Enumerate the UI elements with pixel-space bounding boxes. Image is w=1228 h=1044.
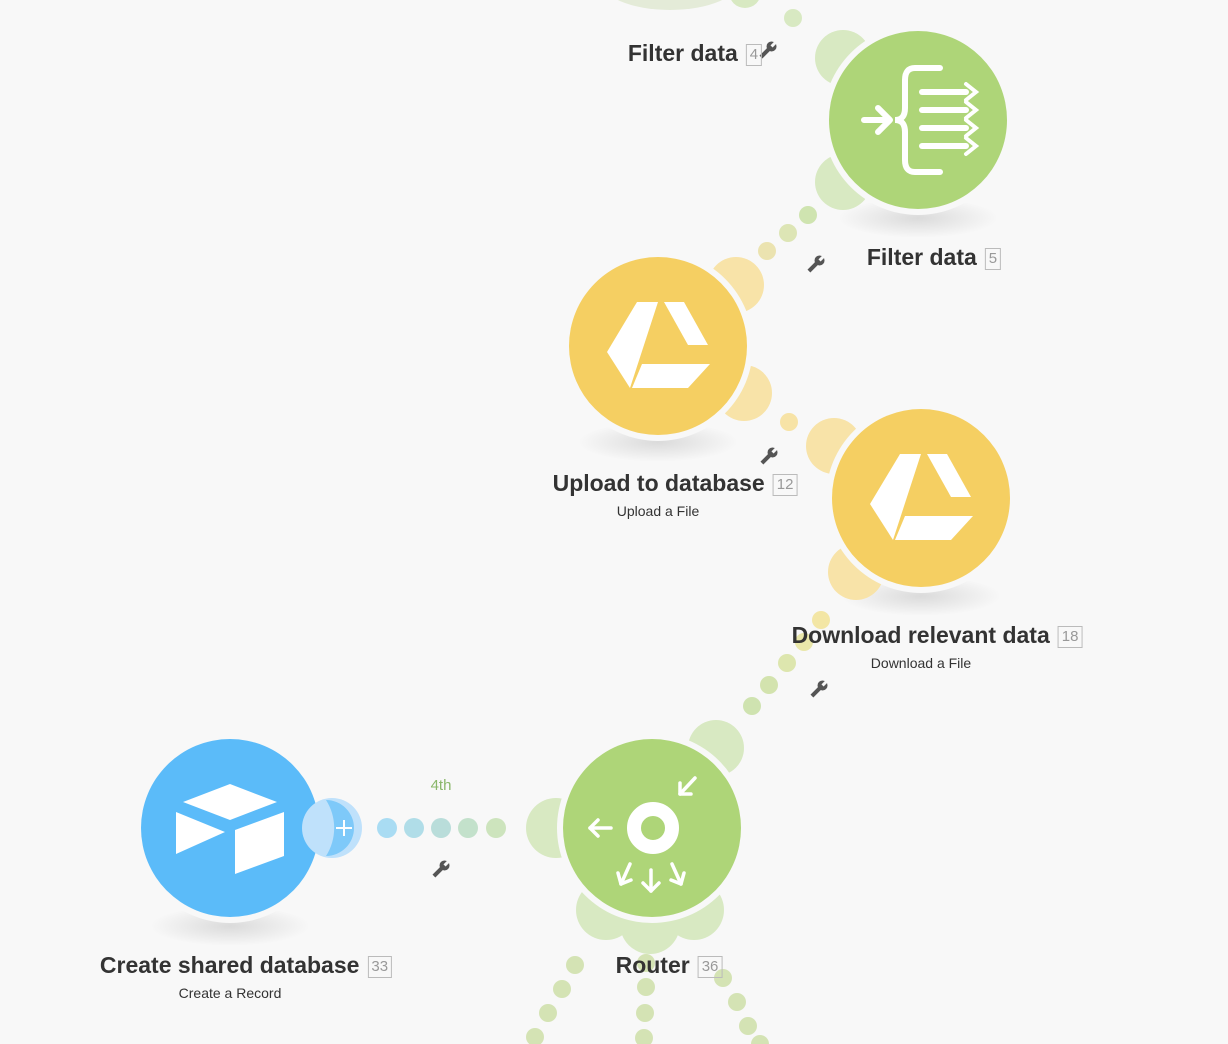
connection-router-branches[interactable]: [526, 954, 769, 1044]
google-drive-icon: [870, 454, 973, 540]
module-download[interactable]: [806, 403, 1016, 616]
module-filter-4-bubble[interactable]: [600, 0, 761, 10]
module-title-filter-5: Filter data 5: [866, 244, 1002, 271]
module-title-text: Filter data: [627, 40, 738, 66]
connection-upload-download[interactable]: [780, 413, 798, 431]
wrench-icon-filter4[interactable]: [757, 39, 779, 61]
module-title-text: Filter data: [866, 244, 977, 270]
module-title-text: Create shared database: [99, 952, 360, 978]
wrench-icon-download[interactable]: [808, 678, 830, 700]
module-number: 36: [697, 955, 723, 978]
module-title-create-db: Create shared database 33: [99, 952, 393, 979]
module-number: 18: [1057, 625, 1083, 648]
module-number: 33: [367, 955, 393, 978]
module-title-text: Upload to database: [552, 470, 765, 496]
router-icon: [588, 776, 697, 893]
wrench-icon-upload[interactable]: [758, 445, 780, 467]
module-title-router: Router 36: [616, 952, 723, 979]
module-number: 5: [984, 247, 1002, 270]
module-number: 4: [745, 43, 763, 66]
module-number: 12: [772, 473, 798, 496]
filter-icon: [861, 65, 980, 175]
module-title-filter-4: Filter data 4: [627, 40, 763, 67]
module-router[interactable]: [526, 720, 747, 954]
module-create-db[interactable]: [135, 733, 362, 946]
module-upload[interactable]: [563, 251, 772, 462]
route-order-label[interactable]: 4th: [430, 777, 452, 794]
module-subtitle-create-db: Create a Record: [178, 985, 282, 1001]
airtable-icon: [176, 784, 284, 874]
module-title-text: Download relevant data: [791, 622, 1050, 648]
module-subtitle-download: Download a File: [870, 655, 972, 671]
google-drive-icon: [607, 302, 710, 388]
module-subtitle-upload: Upload a File: [616, 503, 700, 519]
connection-router-create-db[interactable]: [377, 818, 506, 838]
wrench-icon-route[interactable]: [430, 858, 452, 880]
module-title-text: Router: [615, 952, 690, 978]
connection-download-router[interactable]: [743, 611, 830, 715]
add-module-button[interactable]: [302, 798, 362, 858]
module-filter-5[interactable]: [815, 25, 1013, 238]
connection-filter5-upload[interactable]: [758, 206, 817, 260]
wrench-icon-filter5[interactable]: [805, 253, 827, 275]
module-title-download: Download relevant data 18: [792, 622, 1083, 649]
connection-filter4-filter5[interactable]: [784, 9, 802, 27]
module-title-upload: Upload to database 12: [553, 470, 798, 497]
